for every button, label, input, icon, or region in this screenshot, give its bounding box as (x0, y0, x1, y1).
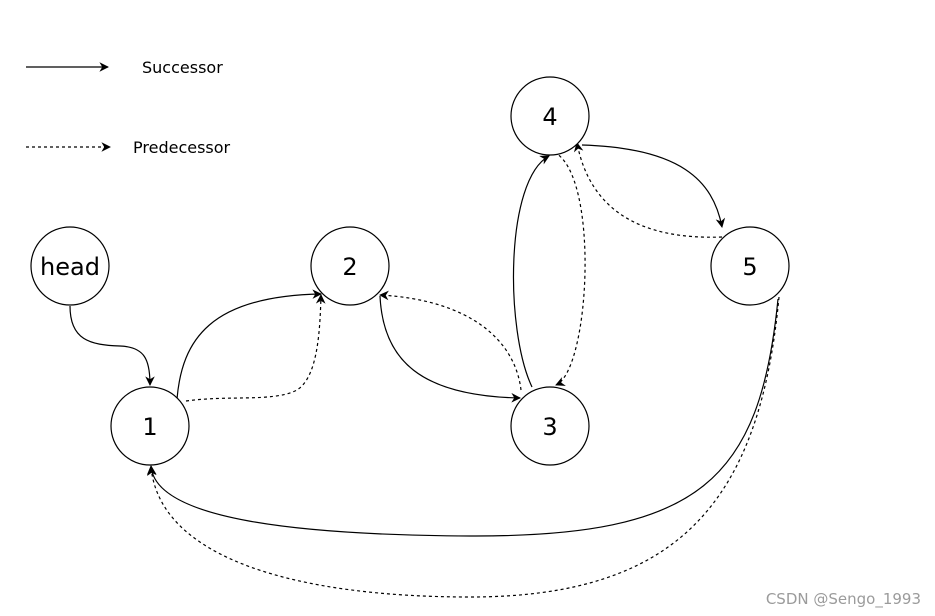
edge-4-to-3-predecessor (553, 151, 586, 386)
successor-edges (69, 144, 779, 537)
node-2: 2 (310, 226, 390, 306)
node-head-label: head (40, 253, 100, 281)
node-1: 1 (110, 386, 190, 466)
edge-5-to-1-predecessor (147, 296, 780, 598)
edge-4-to-5-successor (581, 144, 726, 228)
legend: Successor Predecessor (26, 58, 231, 157)
edge-1-to-2-successor (176, 289, 322, 400)
legend-successor-label: Successor (142, 58, 223, 77)
node-5-label: 5 (742, 253, 757, 281)
edge-5-to-1-successor (146, 298, 779, 537)
edge-3-to-4-successor (512, 155, 550, 388)
node-4: 4 (510, 76, 590, 156)
watermark: CSDN @Sengo_1993 (765, 590, 921, 608)
node-4-label: 4 (542, 103, 557, 131)
node-3-label: 3 (542, 413, 557, 441)
node-head: head (30, 226, 110, 306)
edge-head-to-1 (69, 305, 155, 386)
edge-3-to-2-predecessor (379, 290, 522, 391)
node-5: 5 (710, 226, 790, 306)
node-3: 3 (510, 386, 590, 466)
legend-predecessor-label: Predecessor (133, 138, 231, 157)
predecessor-edges (147, 142, 780, 598)
node-2-label: 2 (342, 253, 357, 281)
edge-1-to-2-predecessor (185, 294, 326, 402)
edge-2-to-3-successor (379, 295, 521, 403)
edge-5-to-4-predecessor (573, 142, 723, 238)
node-1-label: 1 (142, 413, 157, 441)
